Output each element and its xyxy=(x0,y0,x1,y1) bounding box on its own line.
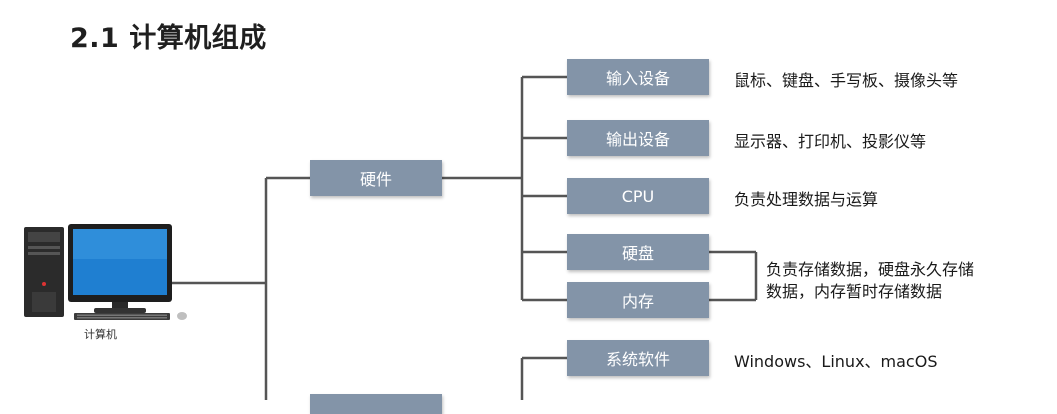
system-software-desc: Windows、Linux、macOS xyxy=(734,352,938,371)
hard-disk-box: 硬盘 xyxy=(567,234,709,270)
input-device-box: 输入设备 xyxy=(567,59,709,95)
tree-connectors xyxy=(172,75,758,400)
output-device-desc: 显示器、打印机、投影仪等 xyxy=(734,132,927,151)
hardware-box: 硬件 xyxy=(310,160,442,196)
cpu-desc: 负责处理数据与运算 xyxy=(734,190,879,209)
output-device-box: 输出设备 xyxy=(567,120,709,156)
software-box xyxy=(310,394,442,414)
storage-desc: 负责存储数据，硬盘永久存储数据，内存暂时存储数据 xyxy=(766,260,975,301)
computer-label: 计算机 xyxy=(84,328,117,341)
cpu-box: CPU xyxy=(567,178,709,214)
computer-icon xyxy=(24,224,187,320)
memory-box: 内存 xyxy=(567,282,709,318)
input-device-desc: 鼠标、键盘、手写板、摄像头等 xyxy=(734,71,959,90)
system-software-box: 系统软件 xyxy=(567,340,709,376)
page-title: 2.1 计算机组成 xyxy=(70,23,267,54)
